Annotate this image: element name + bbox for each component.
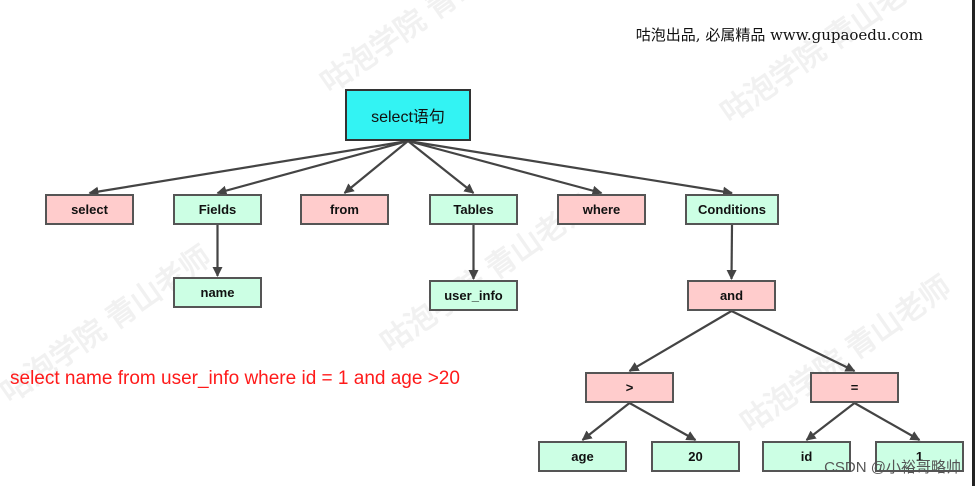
- edge-select-statement-to-where: [407, 139, 603, 196]
- edge-gt-to-age: [581, 402, 631, 441]
- node-fields: Fields: [173, 194, 262, 225]
- node-value-1: 1: [875, 441, 964, 472]
- edge-gt-to-twenty: [628, 402, 697, 441]
- node-conditions: Conditions: [685, 194, 779, 225]
- header-note: 咕泡出品, 必属精品 www.gupaoedu.com: [635, 26, 923, 44]
- node-greater-than: >: [585, 372, 674, 403]
- edge-select-statement-to-fields: [216, 139, 409, 196]
- edge-select-statement-to-tables: [407, 140, 475, 194]
- node-select-keyword: select: [45, 194, 134, 225]
- node-name: name: [173, 277, 262, 308]
- edge-select-statement-to-conditions: [407, 139, 733, 197]
- node-select-statement: select语句: [345, 89, 471, 141]
- frame-border: [972, 0, 975, 486]
- edge-and-to-eq: [731, 310, 856, 372]
- edge-eq-to-one: [853, 402, 921, 441]
- node-id: id: [762, 441, 851, 472]
- edge-select-statement-to-from: [343, 140, 409, 194]
- edge-and-to-gt: [628, 310, 733, 372]
- node-equals: =: [810, 372, 899, 403]
- sql-example: select name from user_info where id = 1 …: [10, 368, 460, 389]
- node-from-keyword: from: [300, 194, 389, 225]
- edge-eq-to-id: [805, 402, 856, 441]
- edge-conditions-to-and: [726, 224, 737, 280]
- node-age: age: [538, 441, 627, 472]
- credit-label: CSDN @小裕哥略帅: [824, 459, 961, 476]
- edge-select-statement-to-select: [88, 139, 409, 197]
- node-user-info: user_info: [429, 280, 518, 311]
- node-tables: Tables: [429, 194, 518, 225]
- node-and-keyword: and: [687, 280, 776, 311]
- node-where-keyword: where: [557, 194, 646, 225]
- node-value-20: 20: [651, 441, 740, 472]
